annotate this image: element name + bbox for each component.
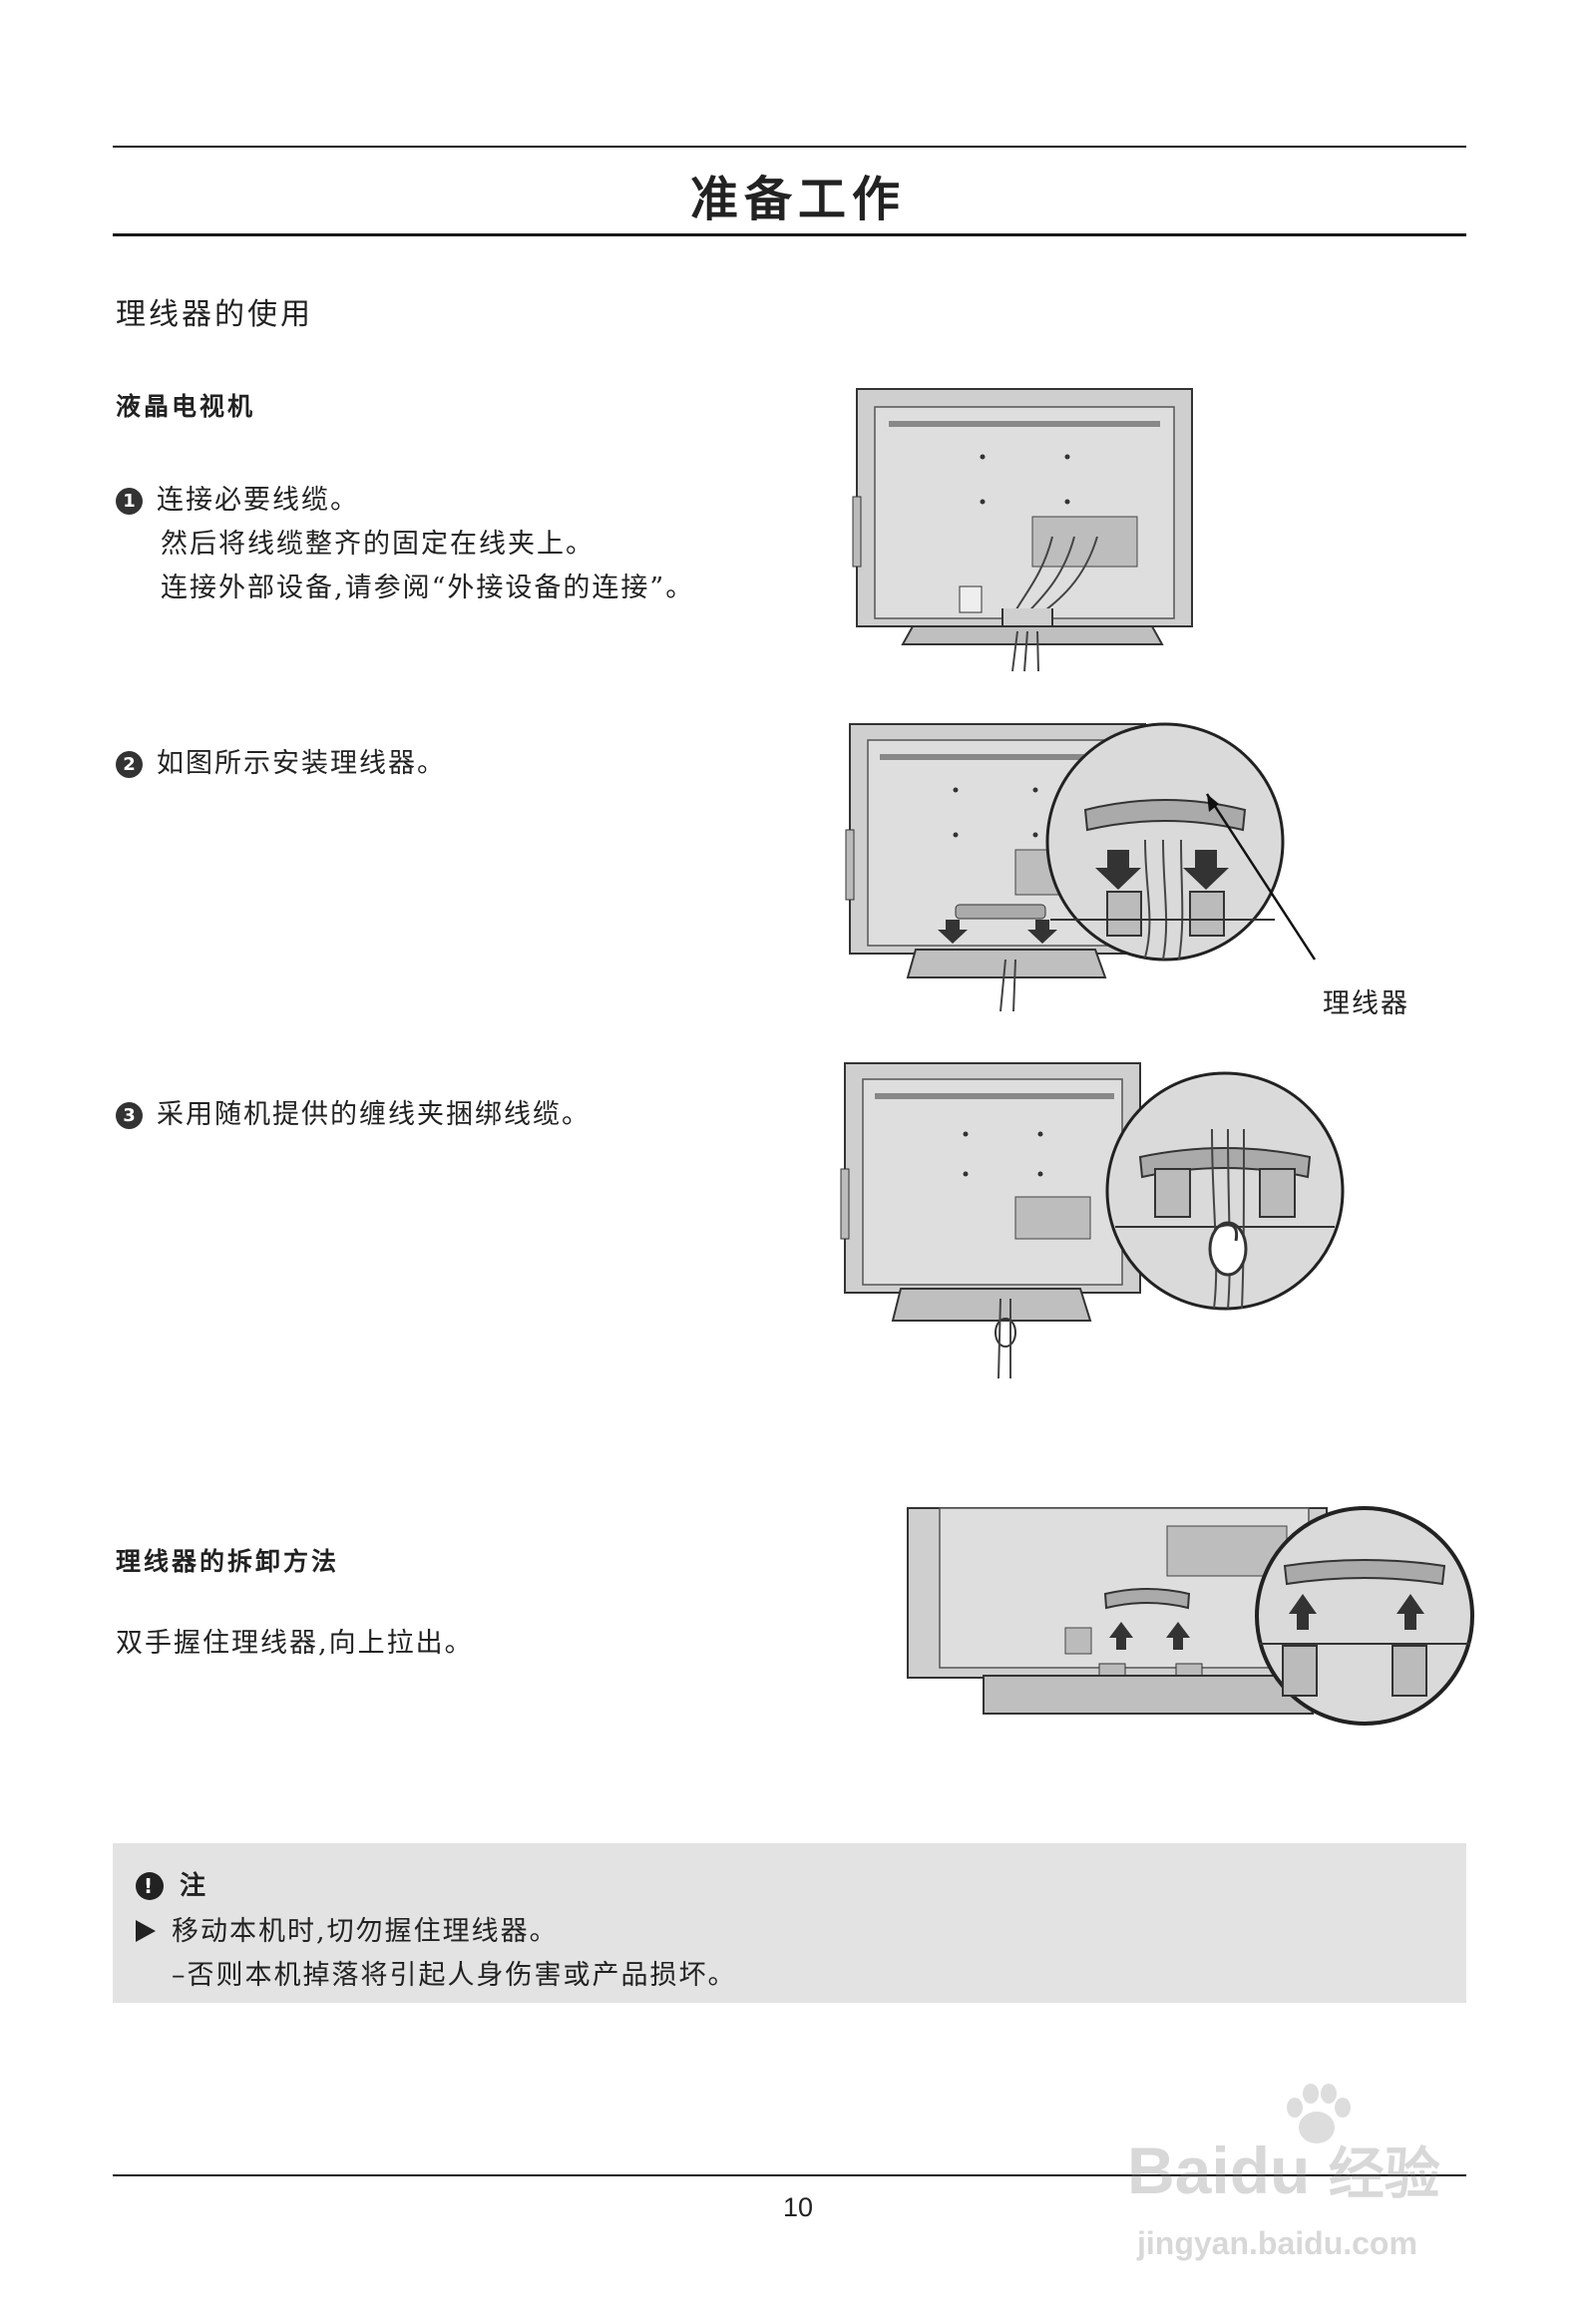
page-number: 10	[782, 2192, 814, 2222]
lcd-heading: 液晶电视机	[116, 392, 256, 421]
watermark-brand-cn: 经验	[1328, 2142, 1440, 2205]
watermark-brand-en: Bai	[1127, 2133, 1230, 2207]
alert-icon: !	[136, 1872, 164, 1900]
step-1-number: 1	[116, 488, 143, 515]
figure-install-clip	[845, 722, 1317, 1012]
watermark: Baidu 经验 jingyan.baidu.com	[1127, 2080, 1526, 2279]
step-3-line-1: 采用随机提供的缠线夹捆绑线缆。	[157, 1099, 591, 1130]
step-1-line-2: 然后将线缆整齐的固定在线夹上。	[161, 529, 595, 560]
figure-cable-tie	[840, 1062, 1345, 1379]
figure-tv-back-cables	[852, 388, 1193, 672]
step-1-line-1: 连接必要线缆。	[157, 485, 359, 516]
step-1-line-3: 连接外部设备,请参阅“外接设备的连接”。	[161, 573, 695, 603]
header-bottom-rule	[113, 233, 1466, 236]
paw-logo-icon	[1287, 2084, 1351, 2143]
step-2-number: 2	[116, 751, 143, 778]
watermark-brand-d: du	[1229, 2133, 1311, 2207]
step-3: 3 采用随机提供的缠线夹捆绑线缆。	[116, 1093, 591, 1137]
step-2-line-1: 如图所示安装理线器。	[157, 748, 446, 779]
note-line-1: 移动本机时,切勿握住理线器。	[136, 1909, 559, 1948]
removal-heading: 理线器的拆卸方法	[116, 1547, 340, 1576]
step-3-number: 3	[116, 1102, 143, 1129]
watermark-url: jingyan.baidu.com	[1137, 2225, 1417, 2261]
note-line-2: –否则本机掉落将引起人身伤害或产品损坏。	[172, 1960, 737, 1991]
note-title: !注	[136, 1865, 208, 1902]
page-title: 准备工作	[689, 172, 906, 227]
callout-label-cable-manager: 理线器	[1323, 988, 1409, 1019]
step-2: 2 如图所示安装理线器。	[116, 742, 446, 786]
section-heading: 理线器的使用	[116, 297, 313, 332]
note-box	[113, 1843, 1466, 2003]
note-line-1-text: 移动本机时,切勿握住理线器。	[172, 1916, 559, 1947]
bullet-triangle-icon	[136, 1920, 156, 1942]
header-top-rule	[113, 146, 1466, 148]
note-title-text: 注	[180, 1871, 209, 1901]
watermark-brand: Baidu 经验	[1127, 2130, 1440, 2210]
removal-text: 双手握住理线器,向上拉出。	[116, 1628, 474, 1659]
step-1: 1 连接必要线缆。 然后将线缆整齐的固定在线夹上。 连接外部设备,请参阅“外接设备…	[116, 479, 694, 610]
footer-rule	[113, 2174, 1466, 2176]
figure-remove-clip	[907, 1506, 1474, 1726]
